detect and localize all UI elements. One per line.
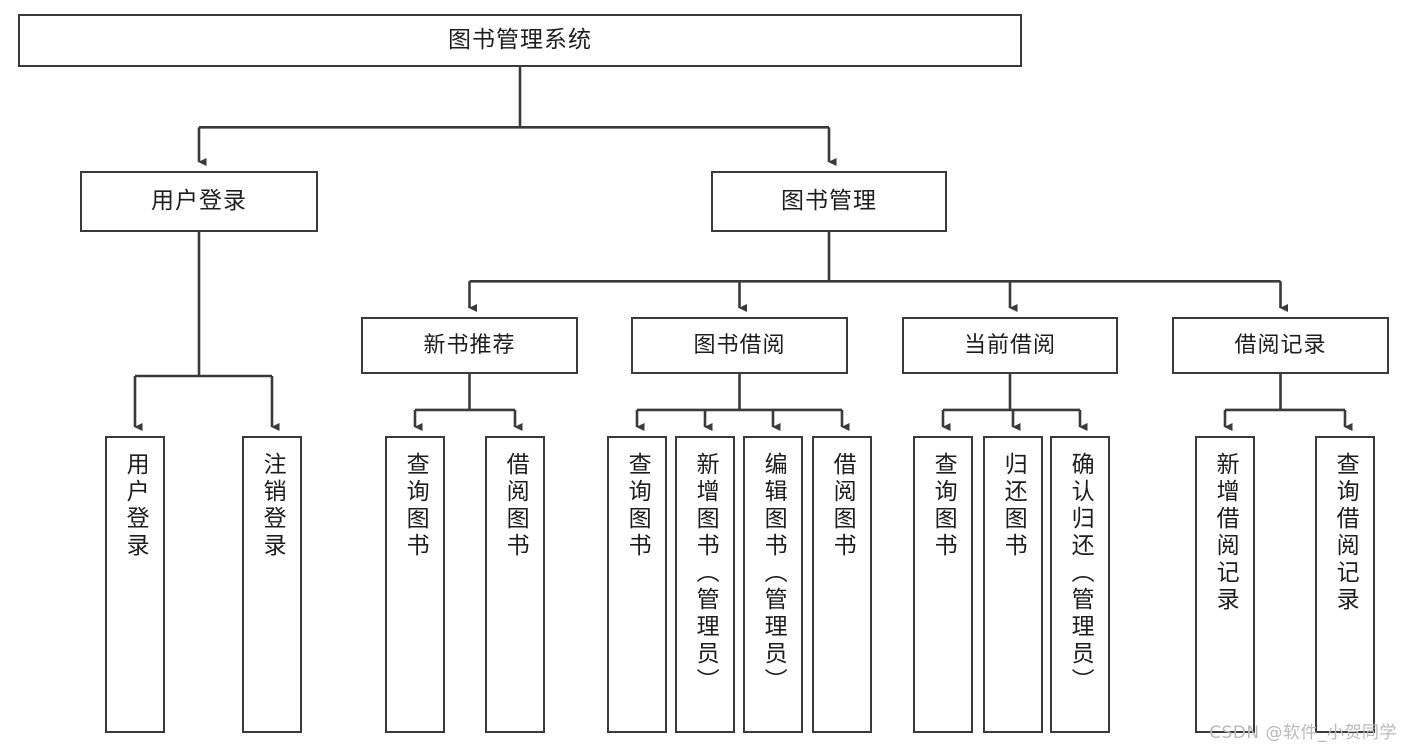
- node-current-borrow[interactable]: 当前借阅: [902, 317, 1118, 374]
- node-leaf-add-book[interactable]: 新增图书（管理员）: [675, 436, 735, 733]
- node-label: 当前借阅: [963, 332, 1056, 358]
- node-leaf-query-book-2[interactable]: 查询图书: [607, 436, 667, 733]
- node-label: 借阅记录: [1234, 332, 1327, 358]
- node-new-book-rec[interactable]: 新书推荐: [361, 317, 578, 374]
- node-leaf-query-book-1[interactable]: 查询图书: [385, 436, 445, 733]
- node-label: 归还图书: [1000, 452, 1027, 560]
- node-leaf-return-book[interactable]: 归还图书: [983, 436, 1043, 733]
- node-label: 借阅图书: [502, 452, 529, 560]
- connector-lines: [133, 67, 1353, 432]
- node-book-borrow[interactable]: 图书借阅: [631, 317, 848, 374]
- node-label: 图书借阅: [693, 332, 786, 358]
- watermark-text: CSDN @软件_小贺同学: [1209, 723, 1397, 743]
- node-label: 编辑图书（管理员）: [760, 452, 787, 695]
- node-label: 注销登录: [259, 452, 286, 560]
- node-label: 借阅图书: [829, 452, 856, 560]
- node-borrow-record[interactable]: 借阅记录: [1172, 317, 1389, 374]
- node-leaf-query-book-3[interactable]: 查询图书: [913, 436, 973, 733]
- node-user-login[interactable]: 用户登录: [80, 171, 318, 232]
- node-book-manage[interactable]: 图书管理: [711, 171, 947, 232]
- node-leaf-logout[interactable]: 注销登录: [242, 436, 302, 733]
- node-label: 用户登录: [151, 188, 247, 215]
- node-root[interactable]: 图书管理系统: [18, 14, 1022, 67]
- node-label: 图书管理: [781, 188, 877, 215]
- node-label: 查询借阅记录: [1332, 452, 1359, 614]
- node-label: 用户登录: [122, 452, 149, 560]
- node-label: 图书管理系统: [448, 27, 592, 54]
- node-label: 确认归还（管理员）: [1067, 452, 1094, 695]
- node-label: 查询图书: [402, 452, 429, 560]
- node-leaf-query-record[interactable]: 查询借阅记录: [1315, 436, 1375, 733]
- node-label: 查询图书: [930, 452, 957, 560]
- node-leaf-add-record[interactable]: 新增借阅记录: [1195, 436, 1255, 733]
- node-label: 新书推荐: [423, 332, 516, 358]
- node-label: 查询图书: [624, 452, 651, 560]
- node-leaf-confirm-return[interactable]: 确认归还（管理员）: [1050, 436, 1110, 733]
- node-leaf-borrow-book-1[interactable]: 借阅图书: [485, 436, 545, 733]
- node-leaf-edit-book[interactable]: 编辑图书（管理员）: [743, 436, 803, 733]
- node-leaf-user-login[interactable]: 用户登录: [105, 436, 165, 733]
- node-label: 新增借阅记录: [1212, 452, 1239, 614]
- node-leaf-borrow-book-2[interactable]: 借阅图书: [812, 436, 872, 733]
- node-label: 新增图书（管理员）: [692, 452, 719, 695]
